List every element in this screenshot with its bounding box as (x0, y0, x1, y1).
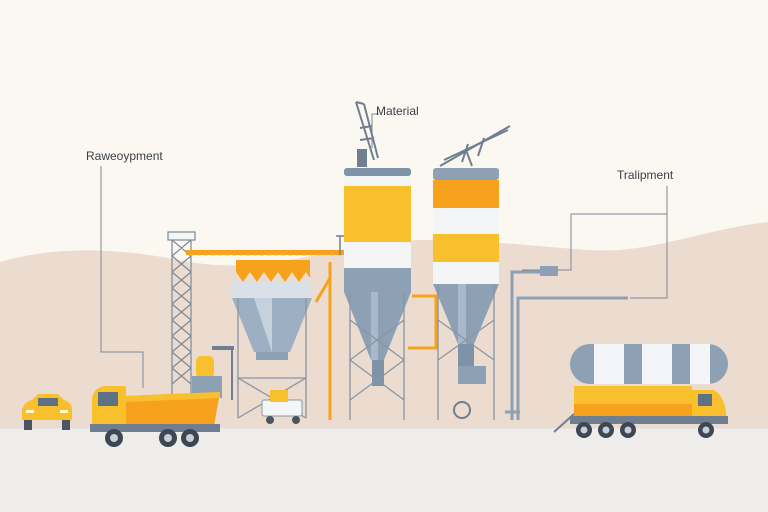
ground (0, 428, 768, 512)
lattice-tower-icon (167, 231, 196, 396)
crane-icon (439, 125, 511, 167)
pipe-icon (314, 262, 438, 420)
dump-truck-icon (90, 386, 220, 447)
conveyor-beam (186, 235, 348, 256)
car-icon (22, 394, 72, 430)
callout-label-left: Raweoypment (86, 149, 163, 163)
hopper-icon (232, 260, 312, 419)
silo-icon (344, 101, 411, 420)
callout-label-top: Material (376, 104, 419, 118)
silo-icon (433, 125, 511, 420)
loader-vehicle-icon (261, 390, 303, 424)
pipe-icon (505, 270, 628, 420)
crane-icon (355, 101, 379, 167)
callout-label-right: Tralipment (617, 168, 674, 182)
tanker-truck-icon (553, 344, 728, 438)
